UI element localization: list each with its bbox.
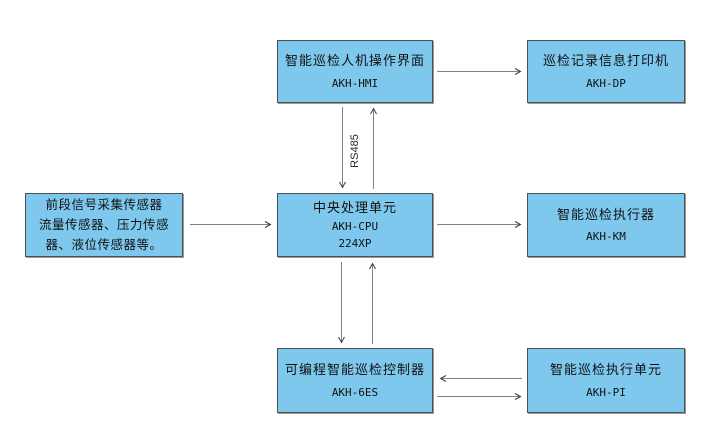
node-cpu: 中央处理单元 AKH-CPU 224XP <box>277 193 433 257</box>
node-front-end-sensors: 前段信号采集传感器 流量传感器、压力传感 器、液位传感器等。 <box>25 193 183 257</box>
node-code: AKH-PI <box>586 385 626 399</box>
node-inspection-actuator: 智能巡检执行器 AKH-KM <box>527 193 685 257</box>
node-title: 中央处理单元 <box>312 199 397 215</box>
node-title: 智能巡检执行器 <box>556 206 655 222</box>
node-execution-unit: 智能巡检执行单元 AKH-PI <box>527 348 685 413</box>
node-line: 流量传感器、压力传感 <box>38 218 169 232</box>
node-hmi-operator-interface: 智能巡检人机操作界面 AKH-HMI <box>277 40 433 103</box>
node-title: 智能巡检人机操作界面 <box>284 53 425 69</box>
node-code: AKH-KM <box>586 230 626 244</box>
node-record-printer: 巡检记录信息打印机 AKH-DP <box>527 40 685 103</box>
node-title: 巡检记录信息打印机 <box>542 53 669 69</box>
node-code-2: 224XP <box>338 237 372 251</box>
node-code: AKH-DP <box>586 76 626 90</box>
node-title: 可编程智能巡检控制器 <box>284 362 425 378</box>
rs485-bus-label: RS485 <box>349 134 361 168</box>
node-programmable-controller: 可编程智能巡检控制器 AKH-6ES <box>277 348 433 413</box>
node-code: AKH-6ES <box>331 385 379 399</box>
node-title: 智能巡检执行单元 <box>549 362 662 378</box>
node-code: AKH-CPU <box>331 220 379 234</box>
node-line: 前段信号采集传感器 <box>45 198 163 212</box>
node-line: 器、液位传感器等。 <box>45 238 163 252</box>
node-code: AKH-HMI <box>331 76 379 90</box>
